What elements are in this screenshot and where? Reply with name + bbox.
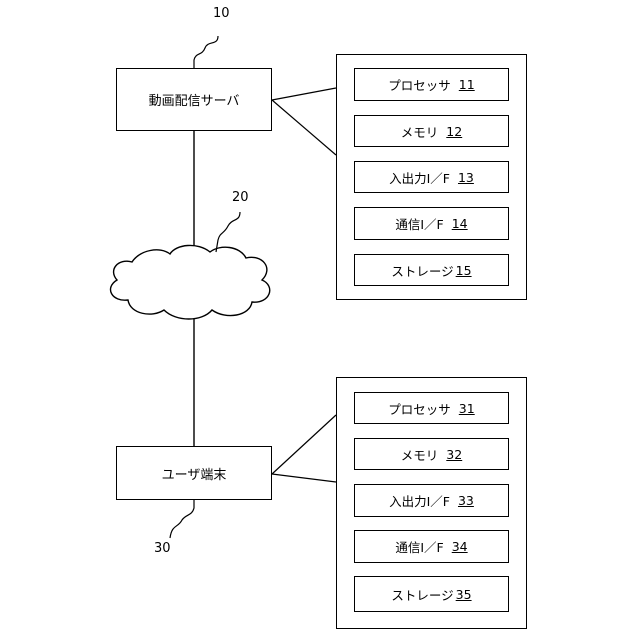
server-component-processor: プロセッサ11 [354,68,509,101]
ref-10-leader [194,36,218,68]
terminal-ref-number: 30 [154,541,171,556]
user-terminal-box: ユーザ端末 [116,446,272,500]
server-component-memory: メモリ12 [354,115,509,147]
video-server-box: 動画配信サーバ [116,68,272,131]
terminal-component-io-if: 入出力I／F33 [354,484,509,517]
terminal-callout-bottom [272,474,336,482]
network-cloud [111,245,270,319]
terminal-component-processor: プロセッサ31 [354,392,509,424]
terminal-component-storage: ストレージ35 [354,576,509,612]
ref-20-leader [216,212,240,252]
server-component-comm-if: 通信I／F14 [354,207,509,240]
terminal-component-comm-if: 通信I／F34 [354,530,509,563]
server-component-storage: ストレージ15 [354,254,509,286]
user-terminal-label: ユーザ端末 [162,464,227,483]
ref-30-leader [170,500,194,538]
terminal-callout-top [272,415,336,474]
server-component-io-if: 入出力I／F13 [354,161,509,193]
server-callout-top [272,88,336,100]
server-ref-number: 10 [213,6,230,21]
video-server-label: 動画配信サーバ [149,90,240,109]
network-ref-number: 20 [232,190,249,205]
terminal-component-memory: メモリ32 [354,438,509,470]
server-callout-bottom [272,100,336,155]
